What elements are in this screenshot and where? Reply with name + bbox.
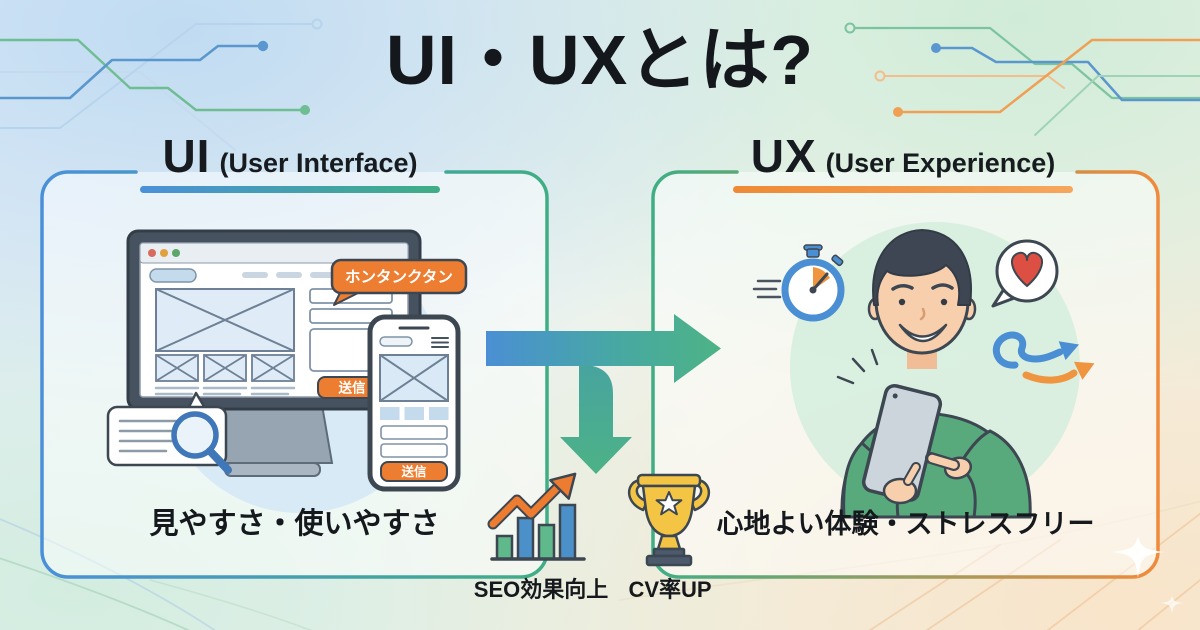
smile xyxy=(898,323,948,343)
ux-panel-heading: UX (User Experience) xyxy=(733,131,1073,193)
star-icon xyxy=(655,491,683,516)
ui-wireframe-illustration: 送信 送信 xyxy=(106,229,468,513)
circuit-lines-top-right xyxy=(844,22,1200,136)
swirl-arrows-icon xyxy=(992,331,1095,384)
pointing-finger xyxy=(928,454,958,469)
growth-chart-icon xyxy=(487,472,586,561)
ux-heading-subtext: (User Experience) xyxy=(825,148,1056,178)
wireframe-logo-pill xyxy=(149,268,197,283)
stopwatch-icon xyxy=(752,244,845,322)
mobile-send-button xyxy=(380,461,448,482)
arrow-to-ux xyxy=(486,314,721,383)
mobile-send-button-label: 送信 xyxy=(400,464,427,479)
sparkle-icon xyxy=(1112,536,1183,614)
ui-panel-caption: 見やすさ・使いやすさ xyxy=(149,508,440,540)
person-illustration xyxy=(836,229,1032,519)
trophy-icon xyxy=(627,473,711,567)
arrow-branch-down xyxy=(560,365,632,474)
wireframe-thumbnails xyxy=(155,354,295,382)
phone-hero-image xyxy=(379,354,449,402)
phone-illustration: 送信 xyxy=(367,314,461,492)
seo-outcome-label: SEO効果向上 xyxy=(473,577,609,602)
ui-heading-underline xyxy=(140,185,440,193)
heart-icon xyxy=(1010,251,1044,287)
hamburger-menu-icon xyxy=(431,337,449,348)
circuit-lines-top-left xyxy=(0,18,323,151)
hair xyxy=(872,229,972,306)
tap-sparkle-ticks xyxy=(836,348,879,385)
ui-panel-heading: UI (User Interface) xyxy=(140,131,440,193)
heart-bubble-icon xyxy=(991,239,1059,308)
browser-window-dots xyxy=(148,249,180,257)
page-title: UI・UXとは? xyxy=(386,21,814,99)
review-bubble xyxy=(106,391,232,474)
phone-thumbnails xyxy=(380,407,449,420)
ux-heading-text: UX xyxy=(750,130,817,182)
tooltip-tag-label: ホンタンクタン xyxy=(345,268,453,286)
ux-heading-underline xyxy=(733,185,1073,193)
bubble-text-lines xyxy=(118,419,180,453)
ux-user-illustration xyxy=(752,222,1095,519)
tooltip-tag: ホンタンクタン xyxy=(330,258,468,306)
ui-heading-subtext: (User Interface) xyxy=(219,148,418,178)
wireframe-text-lines xyxy=(154,386,296,396)
ui-heading-text: UI xyxy=(162,130,211,182)
magnifier-icon xyxy=(171,411,232,474)
wireframe-hero-image xyxy=(155,288,295,352)
ux-panel-caption: 心地よい体験・ストレスフリー xyxy=(716,509,1095,539)
flow-arrow xyxy=(486,314,721,474)
cv-outcome-label: CV率UP xyxy=(628,577,712,602)
desktop-send-button-label: 送信 xyxy=(338,380,366,396)
monitor-stand xyxy=(210,404,334,477)
